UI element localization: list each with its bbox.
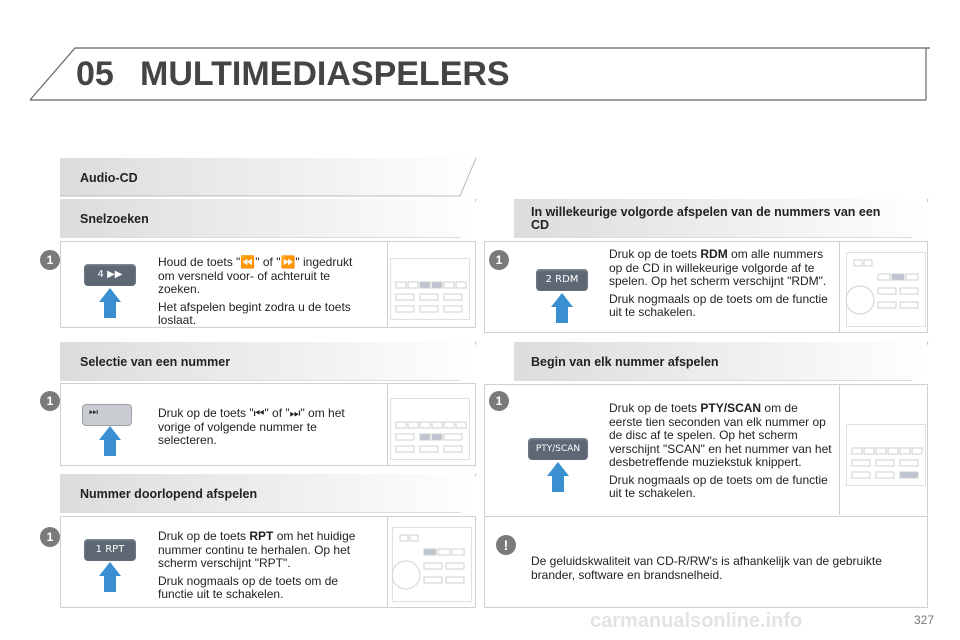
box-divider [387, 384, 388, 465]
selectie-text: Druk op de toets "⏮" of "⏭" om het vorig… [158, 406, 363, 452]
willekeurig-text: Druk op de toets RDM om alle nummers op … [609, 247, 834, 324]
press-arrow-stem [104, 302, 116, 318]
pty-scan-button-icon: PTY/SCAN [528, 438, 588, 460]
step-box-doorlopend [60, 516, 476, 608]
step-badge: 1 [489, 391, 509, 411]
step-badge: 1 [40, 250, 60, 270]
begin-text: Druk op de toets PTY/SCAN om de eerste t… [609, 401, 834, 505]
doorlopend-text: Druk op de toets RPT om het huidige numm… [158, 529, 373, 606]
box-divider [387, 517, 388, 607]
press-arrow-stem [552, 476, 564, 492]
box-divider [839, 385, 840, 515]
fast-forward-button-icon: 4 ▶▶ [84, 264, 136, 286]
chapter-title: MULTIMEDIASPELERS [140, 55, 510, 93]
section-band-snelzoeken [60, 199, 475, 237]
section-title-audio-cd: Audio-CD [80, 171, 138, 185]
rpt-keyword: RPT [249, 529, 274, 543]
page-number: 327 [913, 613, 934, 627]
selectie-instruction: Druk op de toets "⏮" of "⏭" om het vorig… [158, 406, 345, 447]
rdm-keyword: RDM [700, 247, 728, 261]
radio-panel-illustration [846, 424, 926, 486]
step-badge: 1 [40, 527, 60, 547]
note-divider [485, 516, 927, 517]
press-arrow-icon [99, 562, 121, 576]
warning-icon: ! [496, 535, 516, 555]
pty-scan-keyword: PTY/SCAN [700, 401, 762, 415]
section-title-begin: Begin van elk nummer afspelen [531, 355, 719, 369]
press-arrow-stem [104, 440, 116, 456]
rdm-button-icon: 2 RDM [536, 269, 588, 291]
snelzoeken-release: Het afspelen begint zodra u de toets los… [158, 299, 351, 327]
radio-panel-illustration [846, 252, 926, 327]
press-arrow-icon [99, 426, 121, 440]
radio-panel-illustration [390, 398, 470, 460]
radio-panel-illustration [392, 527, 472, 602]
section-title-selectie: Selectie van een nummer [80, 355, 231, 369]
header-rule [29, 47, 930, 101]
press-arrow-icon [551, 293, 573, 307]
press-arrow-icon [547, 462, 569, 476]
press-arrow-stem [104, 576, 116, 592]
section-band-willekeurig [514, 199, 927, 237]
chapter-number: 05 [76, 55, 114, 93]
note-text: De geluidskwaliteit van CD-R/RW's is afh… [531, 554, 882, 582]
doorlopend-disable: Druk nogmaals op de toets om de functie … [158, 573, 339, 601]
press-arrow-icon [99, 288, 121, 302]
begin-instruction: Druk op de toets PTY/SCAN om de eerste t… [609, 401, 832, 469]
section-title-doorlopend: Nummer doorlopend afspelen [80, 487, 258, 501]
radio-panel-illustration [390, 258, 470, 320]
snelzoeken-instruction: Houd de toets "⏪" of "⏩" ingedrukt om ve… [158, 255, 353, 296]
rpt-button-icon: 1 RPT [84, 539, 136, 561]
step-badge: 1 [40, 391, 60, 411]
section-band-begin [514, 342, 927, 380]
press-arrow-stem [556, 307, 568, 323]
section-title-willekeurig: In willekeurige volgorde afspelen van de… [531, 205, 881, 232]
doorlopend-instruction: Druk op de toets RPT om het huidige numm… [158, 529, 356, 570]
willekeurig-disable: Druk nogmaals op de toets om de functie … [609, 291, 828, 319]
section-band-doorlopend [60, 474, 475, 512]
box-divider [387, 242, 388, 327]
step-box-begin [484, 384, 928, 608]
next-track-glyph: ⏭ [89, 407, 98, 418]
section-title-snelzoeken: Snelzoeken [80, 212, 149, 226]
snelzoeken-text: Houd de toets "⏪" of "⏩" ingedrukt om ve… [158, 255, 368, 332]
step-badge: 1 [489, 250, 509, 270]
box-divider [839, 242, 840, 332]
next-track-button-icon: ⏭ [82, 404, 132, 426]
willekeurig-instruction: Druk op de toets RDM om alle nummers op … [609, 247, 827, 288]
begin-disable: Druk nogmaals op de toets om de functie … [609, 472, 828, 500]
watermark: carmanualsonline.info [590, 610, 803, 632]
section-band-selectie [60, 342, 475, 380]
